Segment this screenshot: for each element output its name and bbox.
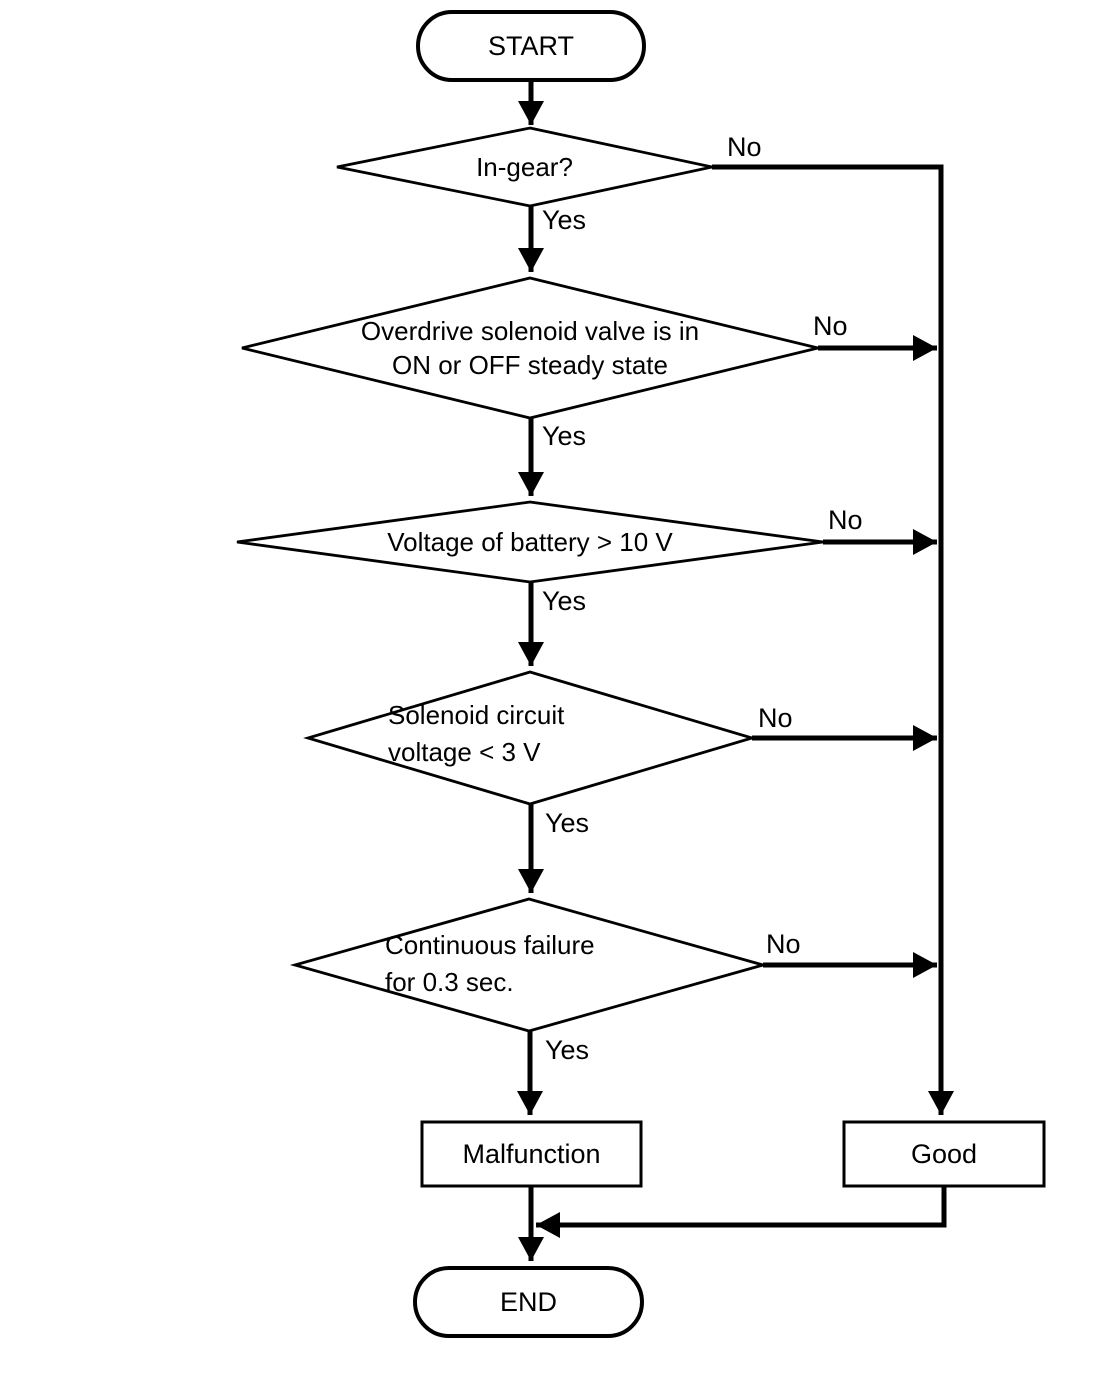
edge-no-trunk-to-good xyxy=(712,164,954,1115)
in-gear-yes-tag: Yes xyxy=(542,205,587,235)
decision-solenoid-circuit-shape xyxy=(303,670,757,806)
decision-overdrive-line2: ON or OFF steady state xyxy=(392,350,668,380)
end-terminal-shape xyxy=(413,1266,644,1338)
solenoid-circuit-no-tag: No xyxy=(758,703,793,733)
in-gear-no-tag: No xyxy=(727,132,762,162)
decision-solenoid-circuit-line1: Solenoid circuit xyxy=(388,700,565,730)
start-terminal-shape xyxy=(416,10,646,82)
malfunction-label: Malfunction xyxy=(462,1139,601,1169)
decision-overdrive-line1: Overdrive solenoid valve is in xyxy=(360,316,700,346)
overdrive-yes-tag: Yes xyxy=(542,421,587,451)
end-label: END xyxy=(499,1287,557,1317)
continuous-failure-yes-tag: Yes xyxy=(545,1035,590,1065)
continuous-failure-no-tag: No xyxy=(766,929,801,959)
decision-continuous-failure-line2: for 0.3 sec. xyxy=(385,967,514,997)
decision-continuous-failure-label: Continuous failure for 0.3 sec. xyxy=(385,927,595,1001)
start-label: START xyxy=(487,31,574,61)
solenoid-circuit-yes-tag: Yes xyxy=(545,808,590,838)
good-label: Good xyxy=(910,1139,978,1169)
malfunction-box-shape xyxy=(420,1120,643,1188)
decision-battery-voltage-shape xyxy=(236,500,824,584)
battery-yes-tag: Yes xyxy=(542,586,587,616)
decision-solenoid-circuit-label: Solenoid circuit voltage < 3 V xyxy=(388,697,564,771)
overdrive-no-tag: No xyxy=(813,311,848,341)
decision-battery-voltage-label: Voltage of battery > 10 V xyxy=(387,527,673,557)
decision-overdrive-shape xyxy=(241,276,819,420)
battery-no-tag: No xyxy=(828,505,863,535)
good-box-shape xyxy=(842,1120,1046,1188)
decision-in-gear-shape xyxy=(336,126,713,208)
decision-in-gear-label: In-gear? xyxy=(476,152,573,182)
decision-solenoid-circuit-line2: voltage < 3 V xyxy=(388,737,541,767)
edge-good-merge-to-end xyxy=(536,1186,947,1238)
decision-overdrive-label: Overdrive solenoid valve is in ON or OFF… xyxy=(242,278,818,418)
decision-continuous-failure-line1: Continuous failure xyxy=(385,930,595,960)
decision-continuous-failure-shape xyxy=(289,897,769,1033)
